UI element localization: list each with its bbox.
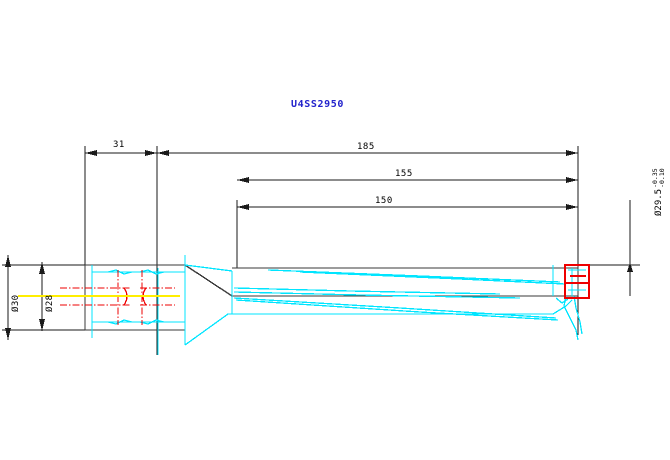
dimension-label-shank-flange-diameter: Ø30	[11, 294, 21, 312]
tolerance-lower: -0.10	[657, 168, 666, 188]
insert-pocket-outer	[564, 264, 590, 299]
overlay-flute-lower-1	[233, 297, 557, 319]
dim-arrow-dia30-top	[5, 255, 11, 267]
dim-arrow-185-left	[157, 150, 169, 156]
flute-overlay	[91, 255, 583, 355]
dim-arrow-150-left	[237, 204, 249, 210]
insert-pocket-overlay	[568, 269, 586, 291]
drawing-title: U4SS2950	[291, 99, 344, 110]
dim-arrow-dia-tip-top	[627, 262, 633, 272]
overlay-coolant-1	[233, 287, 501, 295]
dimension-label-shank-diameter: Ø28	[45, 294, 55, 312]
overlay-flute-upper-1	[267, 269, 561, 283]
dimension-label-flute-length: 150	[375, 196, 393, 206]
overlay-tip-point	[563, 295, 579, 341]
dimension-label-shank-length: 31	[113, 140, 125, 150]
dim-arrow-dia28-bottom	[39, 319, 45, 331]
dim-arrow-150-right	[566, 204, 578, 210]
dimension-label-cutting-diameter: Ø29.5 -0.35 -0.10	[651, 168, 666, 216]
part-outline	[84, 264, 579, 331]
outline-taper-top	[184, 264, 233, 297]
overlay-tip-point-2	[573, 295, 583, 335]
overlay-shank-break-a	[107, 269, 133, 275]
dim-arrow-155-right	[566, 177, 578, 183]
dimension-label-overall-length: 185	[357, 142, 375, 152]
overlay-shank-break-d	[139, 319, 165, 325]
overlay-shank-break-b	[107, 319, 133, 325]
overlay-cone-upper	[184, 264, 233, 272]
dim-arrow-155-left	[237, 177, 249, 183]
dim-arrow-dia30-bottom	[5, 328, 11, 340]
overlay-coolant-2	[233, 291, 521, 299]
overlay-tip-chamfer	[555, 297, 569, 304]
overlay-flute-exit	[552, 299, 573, 315]
overlay-flute-upper-2	[299, 271, 566, 285]
overlay-cone-lower	[184, 313, 229, 346]
dim-arrow-dia28-top	[39, 262, 45, 274]
overlay-flute-lower-2	[235, 299, 559, 321]
dimension-label-body-length: 155	[395, 169, 413, 179]
overlay-shank-break-c	[139, 269, 165, 275]
dim-arrow-31-left	[85, 150, 97, 156]
insert-pocket	[564, 264, 590, 299]
dim-arrow-185-right	[566, 150, 578, 156]
cutting-diameter-value: Ø29.5	[653, 188, 664, 216]
dimension-lines	[2, 146, 640, 355]
cutting-diameter-tolerance: -0.35 -0.10	[651, 168, 666, 188]
dim-arrow-31-right	[145, 150, 157, 156]
